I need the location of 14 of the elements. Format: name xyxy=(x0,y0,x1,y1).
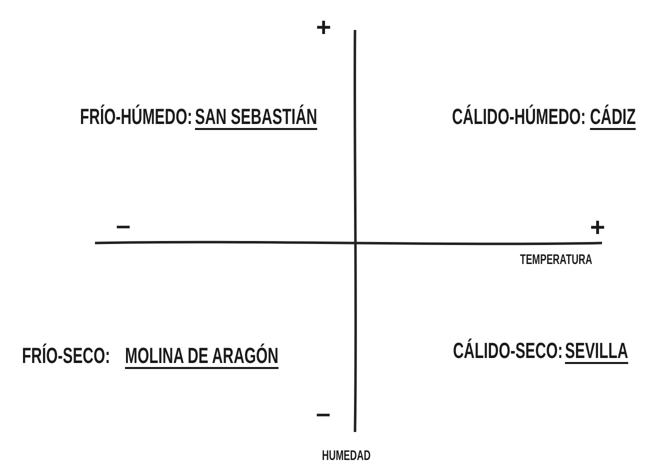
axis-label: HUMEDAD xyxy=(322,448,371,462)
city-name: SEVILLA xyxy=(565,340,628,362)
city-name: CÁDIZ xyxy=(590,106,636,128)
quadrant-label: FRÍO-SECO: xyxy=(22,345,110,367)
minus-sign: – xyxy=(116,212,130,238)
quadrant-label: CÁLIDO-HÚMEDO: xyxy=(452,106,586,128)
axis-label: TEMPERATURA xyxy=(520,252,592,266)
minus-sign: – xyxy=(316,400,330,426)
quadrant-label: CÁLIDO-SECO: xyxy=(453,340,563,362)
plus-sign: + xyxy=(590,214,606,240)
city-name: MOLINA DE ARAGÓN xyxy=(125,345,278,367)
city-name: SAN SEBASTIÁN xyxy=(195,106,318,128)
quadrant-label: FRÍO-HÚMEDO: xyxy=(80,106,192,128)
plus-sign: + xyxy=(316,14,332,40)
